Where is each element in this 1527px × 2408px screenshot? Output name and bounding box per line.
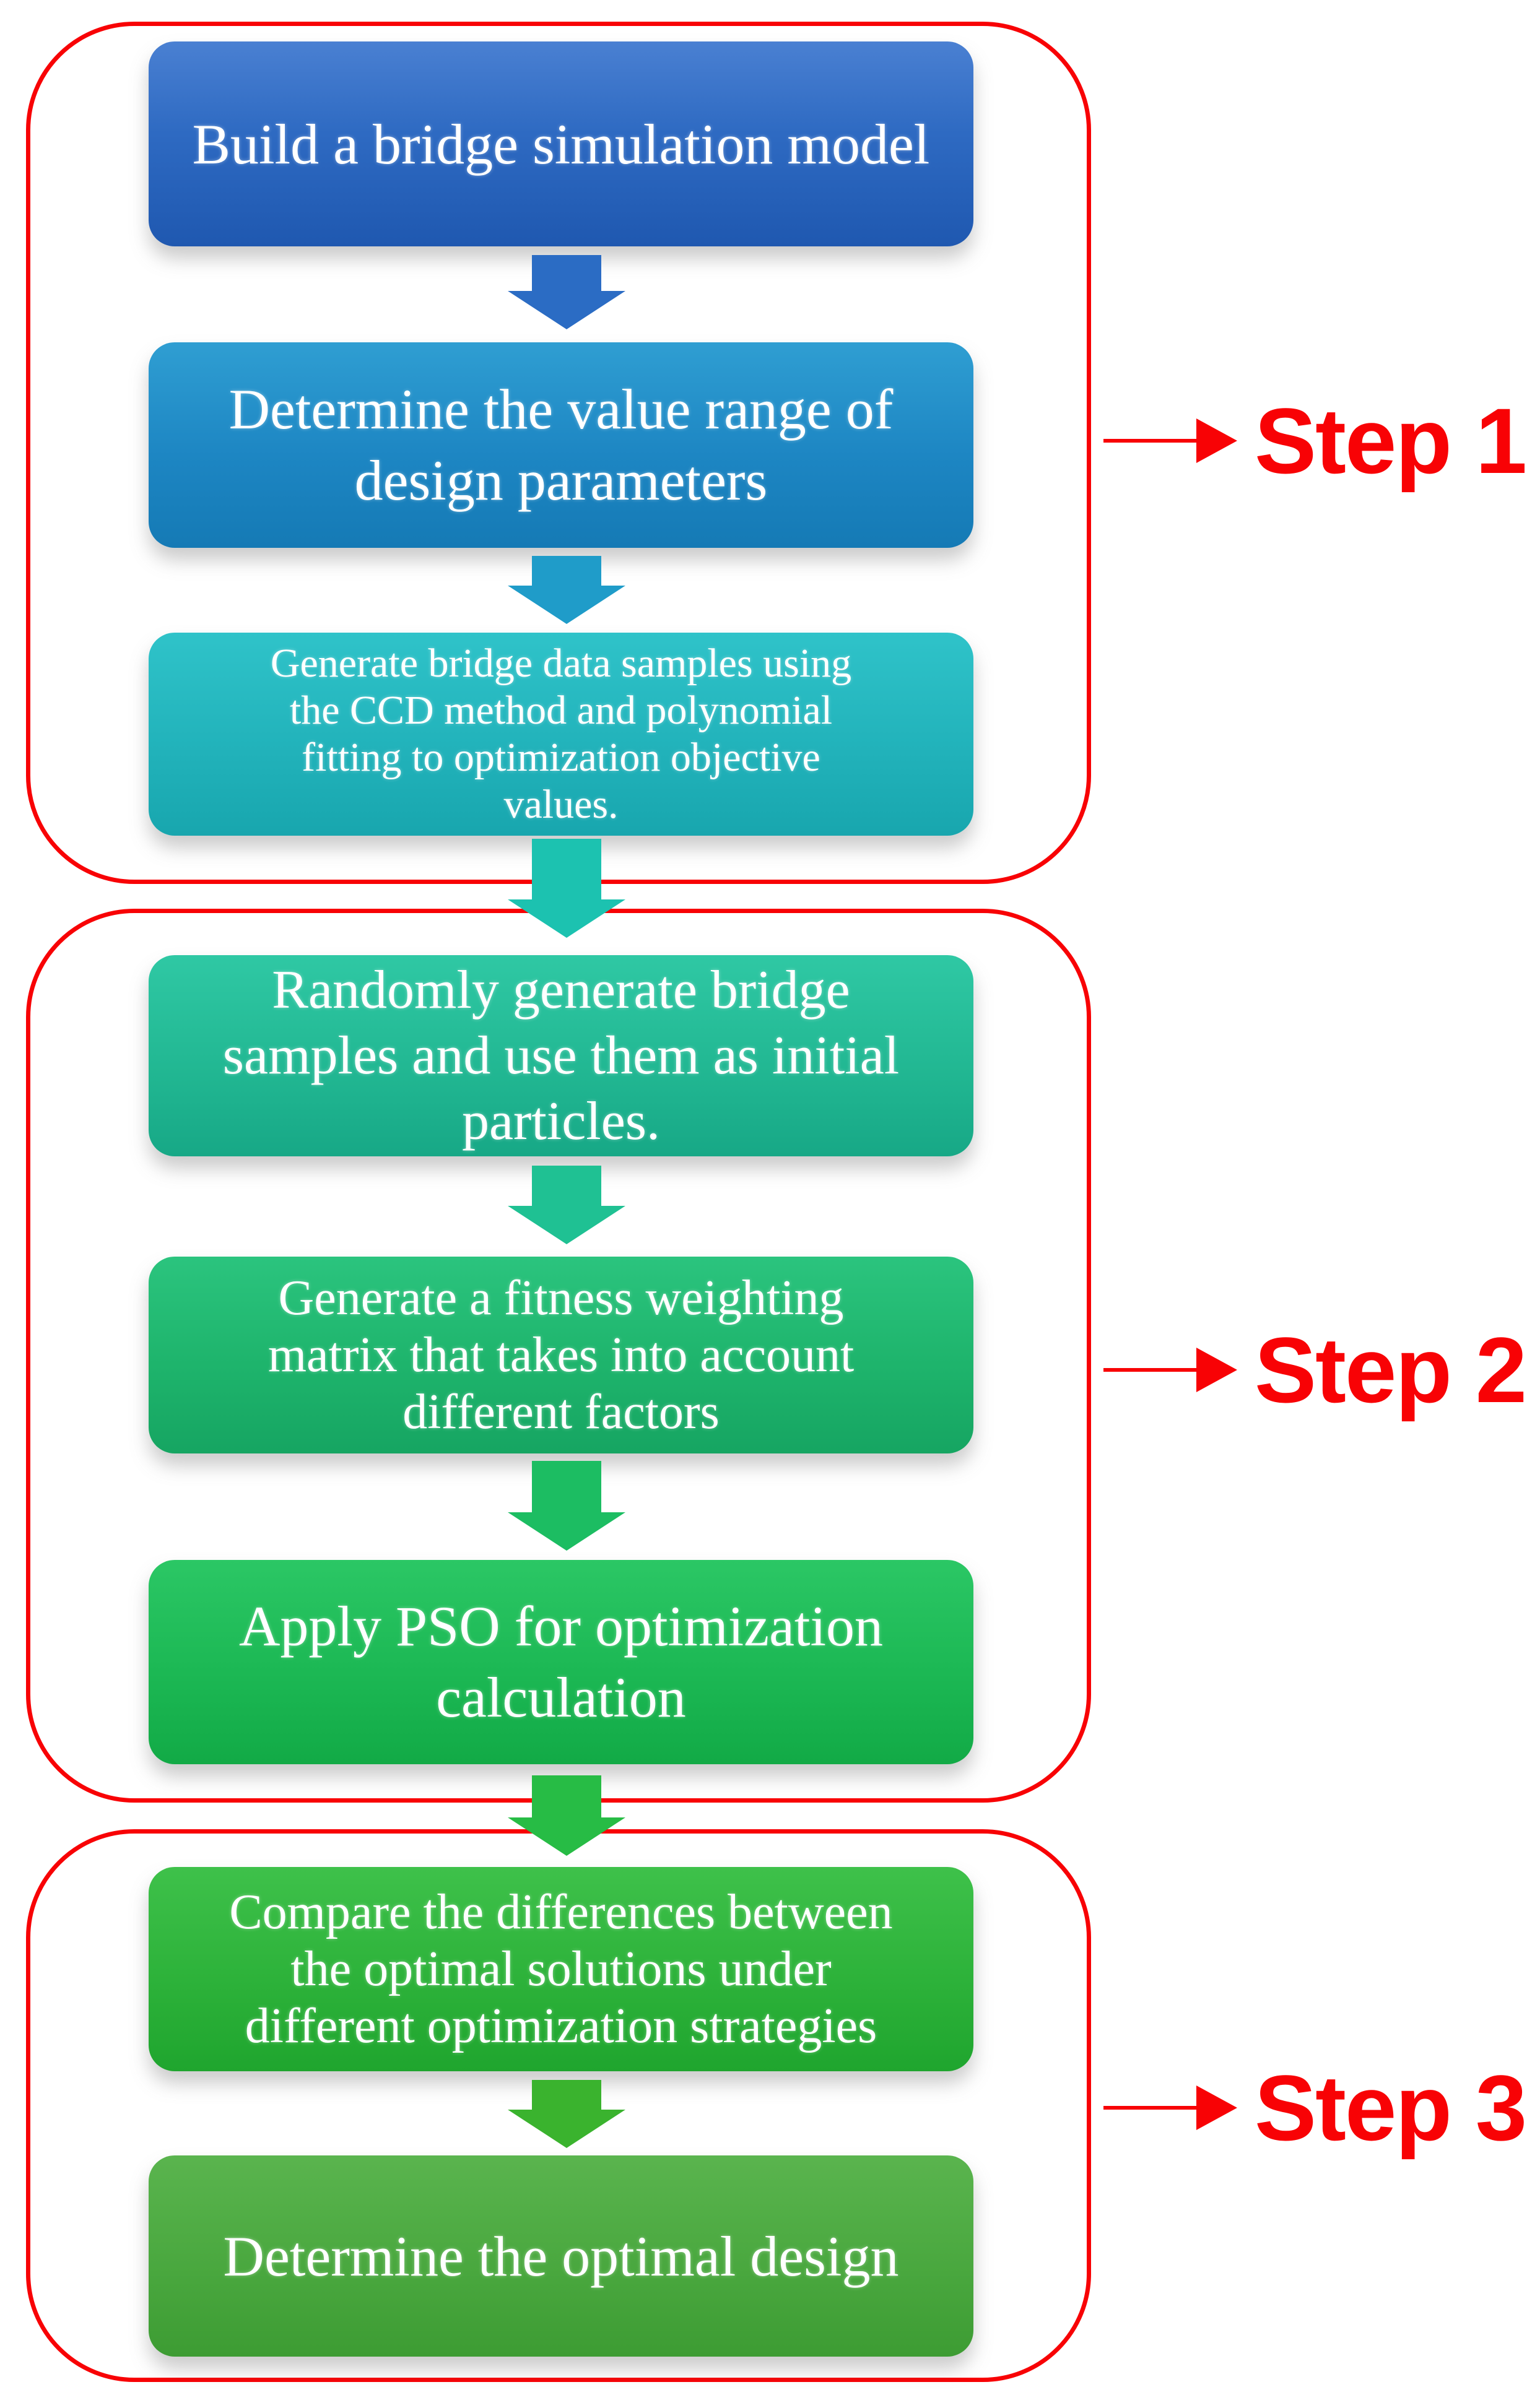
callout-line (1103, 2106, 1196, 2110)
right-arrow-icon (1196, 418, 1237, 463)
right-arrow-icon (1196, 2085, 1237, 2130)
flow-box-text: Determine the value range of design para… (228, 378, 894, 512)
step1-label: Step 1 (1255, 388, 1527, 493)
arrow-shaft (532, 1775, 601, 1817)
arrow-shaft (532, 556, 601, 586)
callout-line (1103, 1368, 1196, 1372)
arrow-shaft (532, 1461, 601, 1512)
arrow-head (508, 1206, 625, 1244)
flow-box-optimal-design: Determine the optimal design (149, 2155, 973, 2357)
down-arrow-icon-7 (508, 2080, 625, 2148)
flow-box-text: Build a bridge simulation model (192, 112, 930, 176)
arrow-shaft (532, 1166, 601, 1206)
flow-box-text: Apply PSO for optimization calculation (238, 1595, 884, 1729)
step2-callout: Step 2 (1103, 1318, 1527, 1422)
flow-box-build-simulation-model: Build a bridge simulation model (149, 41, 973, 246)
flow-box-text: Generate a fitness weighting matrix that… (268, 1271, 855, 1439)
flow-box-compare-solutions: Compare the differences between the opti… (149, 1867, 973, 2071)
flow-box-text: Compare the differences between the opti… (229, 1885, 893, 2053)
down-arrow-icon-5 (508, 1461, 625, 1551)
flow-box-text: Determine the optimal design (223, 2224, 899, 2288)
flow-box-apply-pso: Apply PSO for optimization calculation (149, 1560, 973, 1764)
arrow-head (508, 586, 625, 624)
flow-box-value-range: Determine the value range of design para… (149, 342, 973, 548)
flow-box-generate-ccd-samples: Generate bridge data samples using the C… (149, 633, 973, 836)
step2-label: Step 2 (1255, 1317, 1527, 1422)
flow-box-random-initial-particles: Randomly generate bridge samples and use… (149, 955, 973, 1156)
step1-callout: Step 1 (1103, 389, 1527, 493)
step3-callout: Step 3 (1103, 2056, 1527, 2160)
down-arrow-icon-6 (508, 1775, 625, 1856)
arrow-head (508, 899, 625, 938)
callout-line (1103, 439, 1196, 443)
step3-label: Step 3 (1255, 2055, 1527, 2160)
down-arrow-icon-2 (508, 556, 625, 624)
arrow-head (508, 1817, 625, 1856)
flow-box-fitness-weighting-matrix: Generate a fitness weighting matrix that… (149, 1257, 973, 1453)
arrow-shaft (532, 2080, 601, 2110)
arrow-shaft (532, 839, 601, 899)
arrow-head (508, 291, 625, 329)
flow-box-text: Randomly generate bridge samples and use… (222, 959, 900, 1151)
flow-box-text: Generate bridge data samples using the C… (270, 641, 852, 827)
right-arrow-icon (1196, 1348, 1237, 1392)
arrow-shaft (532, 255, 601, 291)
arrow-head (508, 1512, 625, 1551)
down-arrow-icon-4 (508, 1166, 625, 1244)
down-arrow-icon-1 (508, 255, 625, 329)
arrow-head (508, 2110, 625, 2148)
down-arrow-icon-3 (508, 839, 625, 938)
